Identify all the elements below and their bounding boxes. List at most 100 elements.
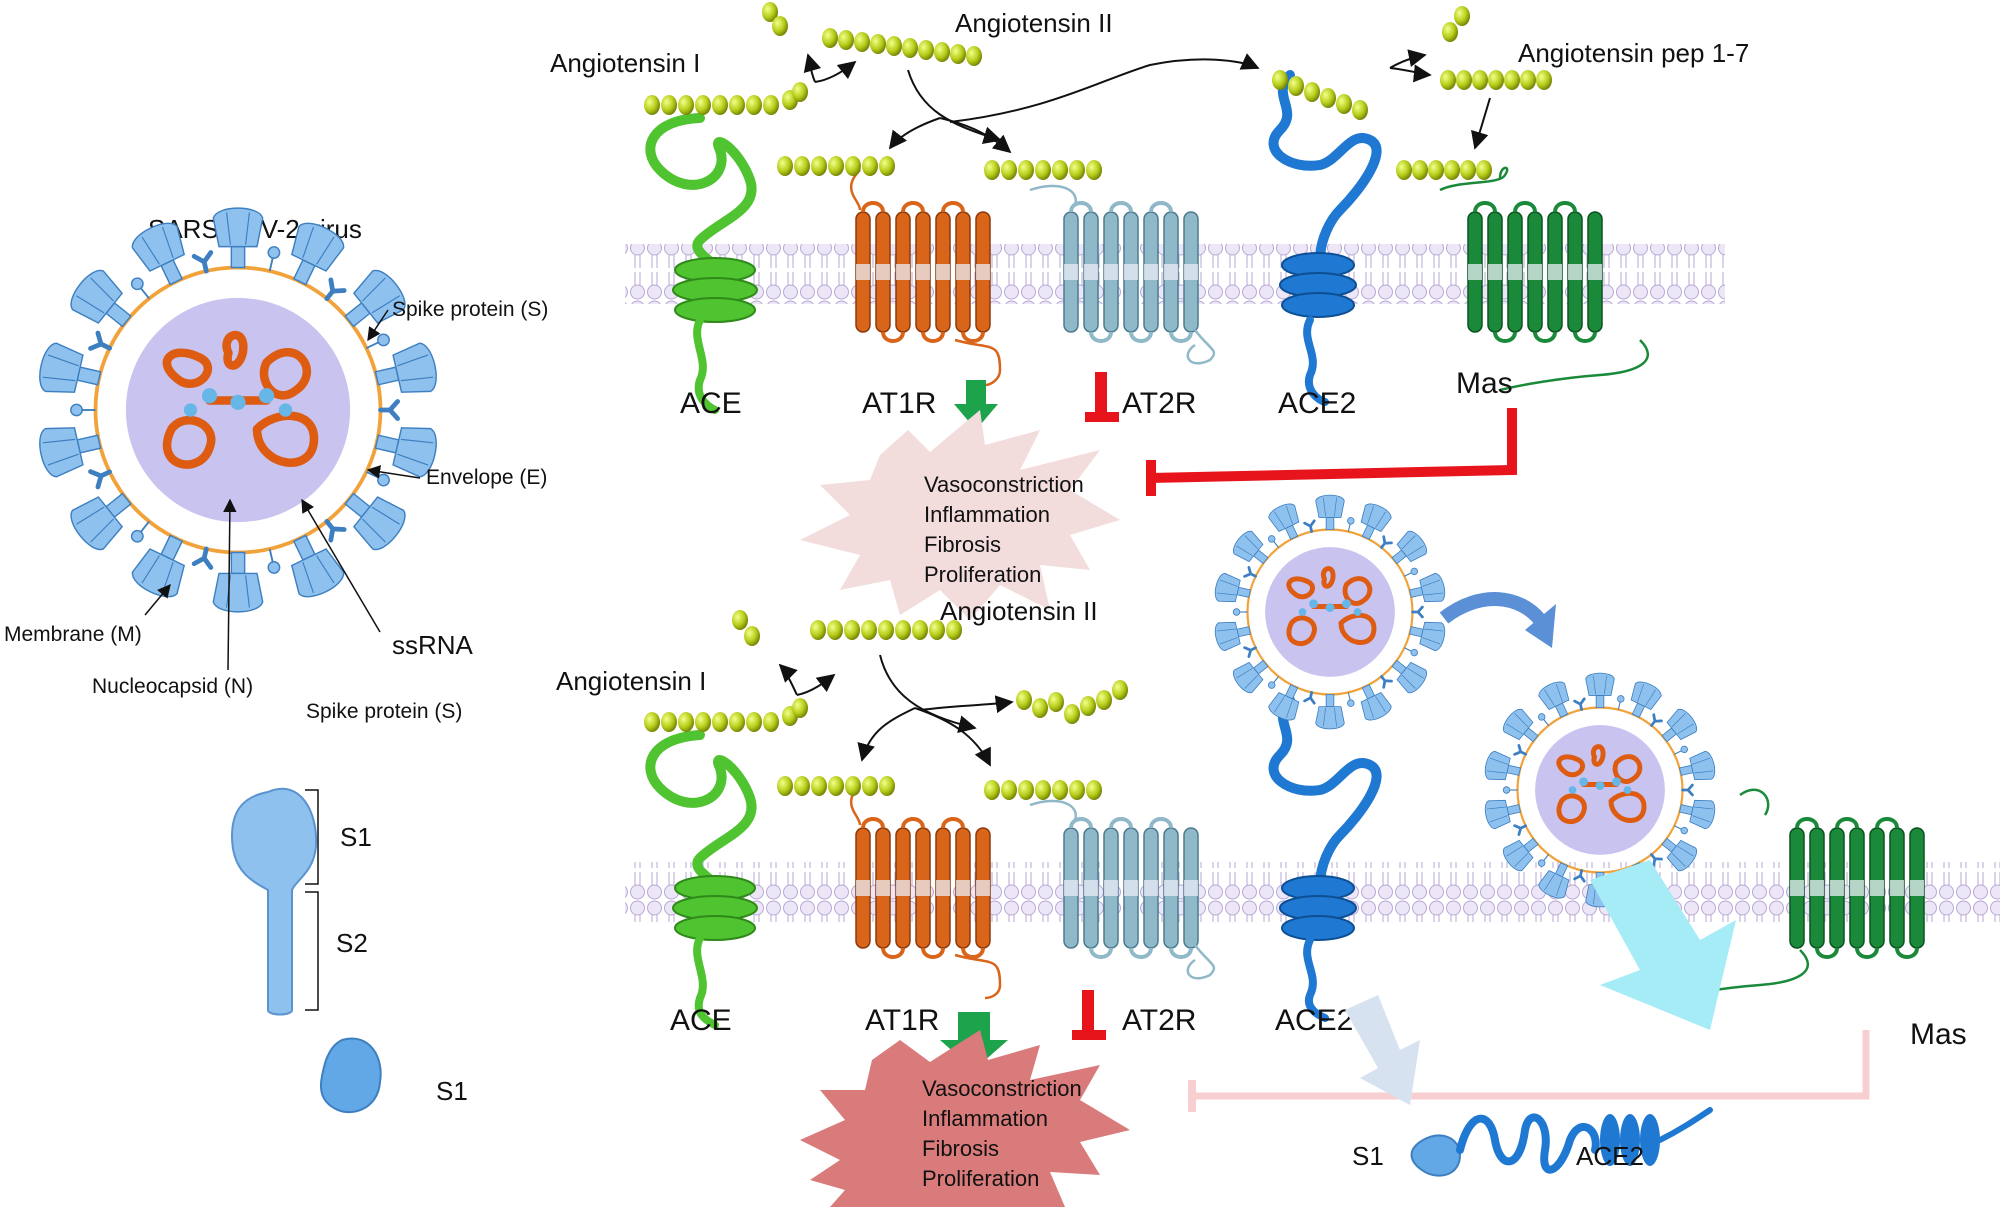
peptide-bead <box>1048 692 1064 712</box>
peptide-bead <box>712 712 728 732</box>
peptide-bead <box>1018 160 1034 180</box>
spike-protein-label: Spike protein (S) <box>392 298 548 321</box>
bottom-effect-2: Fibrosis <box>922 1136 999 1161</box>
top-ang17-label: Angiotensin pep 1-7 <box>1518 38 1749 68</box>
top-effect-2: Fibrosis <box>924 532 1001 557</box>
peptide-bead <box>1304 82 1320 102</box>
at1r-receptor-top <box>855 201 991 343</box>
peptide-bead <box>695 712 711 732</box>
s1-label: S1 <box>340 822 372 852</box>
peptide-bead <box>822 28 838 48</box>
peptide-bead <box>828 776 844 796</box>
bottom-mas-faded-inhibition <box>1194 1030 1870 1100</box>
peptide-bead <box>1442 22 1458 42</box>
ace-receptor-top <box>645 113 758 414</box>
spike-icon <box>34 340 106 404</box>
peptide-bead <box>678 712 694 732</box>
peptide-bead <box>1052 160 1068 180</box>
top-at1r-label: AT1R <box>862 387 936 420</box>
bottom-ang2-label: Angiotensin II <box>940 596 1098 626</box>
spike-icon <box>1229 527 1275 573</box>
envelope-protein-icon <box>1614 694 1626 711</box>
top-ang2-label: Angiotensin II <box>955 8 1113 38</box>
peptide-bead <box>1456 70 1472 90</box>
peptide-bead <box>1032 698 1048 718</box>
membrane-label: Membrane (M) <box>4 623 142 646</box>
s1-fragment <box>320 1037 382 1113</box>
curved-blue-arrow <box>1439 592 1546 625</box>
peptide-bead <box>1320 88 1336 108</box>
spike-icon <box>370 340 442 404</box>
spike-icon <box>1406 616 1448 653</box>
envelope-label: Envelope (E) <box>426 466 547 489</box>
top-effect-1: Inflammation <box>924 502 1050 527</box>
peptide-bead <box>862 776 878 796</box>
spike-icon <box>1676 749 1718 786</box>
peptide-bead <box>1086 780 1102 800</box>
peptide-bead <box>794 776 810 796</box>
spike-icon <box>212 207 264 269</box>
peptide-bead <box>1035 160 1051 180</box>
peptide-bead <box>763 95 779 115</box>
peptide-bead <box>828 156 844 176</box>
spike-icon <box>333 478 412 556</box>
spike-icon <box>1385 651 1431 697</box>
bottom-effects-list: Vasoconstriction Inflammation Fibrosis P… <box>922 1076 1082 1191</box>
envelope-protein-icon <box>263 546 282 576</box>
spike-icon <box>1406 571 1448 608</box>
peptide-bead <box>879 776 895 796</box>
peptide-bead <box>1096 690 1112 710</box>
peptide-bead <box>1460 160 1476 180</box>
peptide-bead <box>1272 70 1288 90</box>
peptide-bead <box>845 776 861 796</box>
peptide-bead <box>729 712 745 732</box>
peptide-bead <box>862 156 878 176</box>
peptide-bead <box>1001 780 1017 800</box>
peptide-bead <box>934 42 950 62</box>
spike-icon <box>1212 616 1254 653</box>
at2r-receptor-bottom <box>1063 817 1199 959</box>
spike-icon <box>1622 678 1665 723</box>
peptide-bead <box>878 620 894 640</box>
peptide-bead <box>1336 94 1352 114</box>
bottom-effects-starburst <box>800 1030 1130 1207</box>
top-ace2-label: ACE2 <box>1278 387 1356 420</box>
ace2-receptor-bottom <box>1268 695 1382 1022</box>
spike-protein-label-bottom: Spike protein (S) <box>306 700 462 723</box>
top-at1r-activation-arrow <box>954 380 998 430</box>
peptide-bead <box>644 712 660 732</box>
top-ace-label: ACE <box>680 387 742 420</box>
peptide-bead <box>661 95 677 115</box>
membrane-protein-icon <box>320 280 344 304</box>
peptide-bead <box>966 46 982 66</box>
peptide-bead <box>827 620 843 640</box>
s2-label: S2 <box>336 928 368 958</box>
s1-free-label: S1 <box>436 1076 468 1106</box>
peptide-bead <box>644 95 660 115</box>
peptide-bead <box>912 620 928 640</box>
peptide-bead <box>1035 780 1051 800</box>
bottom-ace-label: ACE <box>670 1004 732 1037</box>
peptide-bead <box>678 95 694 115</box>
peptide-bead <box>1069 160 1085 180</box>
bottom-ace2-label: ACE2 <box>1275 1004 1353 1037</box>
peptide-bead <box>794 156 810 176</box>
peptide-bead <box>1444 160 1460 180</box>
envelope-protein-icon <box>1344 691 1356 708</box>
mas-receptor-top <box>1467 201 1603 343</box>
membrane-protein-icon <box>1376 535 1393 552</box>
bottom-at1r-label: AT1R <box>865 1004 939 1037</box>
peptide-bead <box>870 34 886 54</box>
spike-icon <box>64 478 143 556</box>
peptide-bead <box>1086 160 1102 180</box>
top-effects-starburst <box>800 410 1120 620</box>
envelope-protein-icon <box>69 403 97 417</box>
ace2-receptor-top <box>1268 70 1382 406</box>
bottom-at2r-label: AT2R <box>1122 1004 1196 1037</box>
peptide-bead <box>1018 780 1034 800</box>
bottom-effect-3: Proliferation <box>922 1166 1039 1191</box>
peptide-bead <box>902 38 918 58</box>
spike-icon <box>1315 694 1345 730</box>
top-mas-inhibition-line <box>1149 408 1517 483</box>
